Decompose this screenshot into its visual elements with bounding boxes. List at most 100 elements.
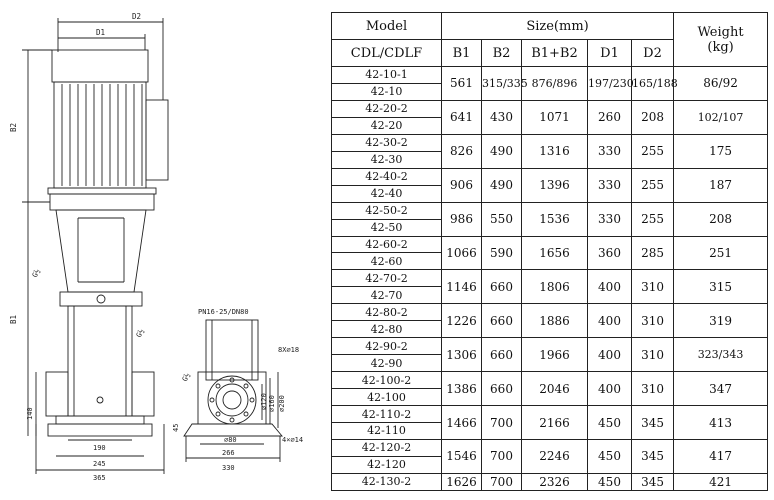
label-140: 140 [26, 407, 34, 420]
model-cell: 42-60 [331, 252, 442, 271]
terminal-box [145, 99, 169, 181]
outlet-flange [131, 371, 155, 417]
weight-cell: 208 [673, 201, 769, 237]
d1-cell: 360 [587, 235, 632, 271]
discharge-flange [207, 375, 257, 425]
pump-column [67, 305, 133, 417]
weight-cell: 102/107 [673, 99, 769, 135]
pump-base [55, 415, 145, 425]
b1b2-cell: 1396 [521, 167, 588, 203]
weight-cell: 421 [673, 472, 769, 492]
label-phi200: ⌀200 [278, 395, 286, 412]
d1-cell: 260 [587, 99, 632, 135]
table-row: 42-60 [331, 252, 768, 271]
d1-cell: 197/230 [587, 66, 634, 101]
model-cell: 42-110-2 [331, 405, 442, 424]
motor-flange [49, 193, 155, 211]
b1-cell: 1546 [441, 438, 482, 474]
model-cell: 42-10-1 [331, 66, 442, 84]
label-g-half-top: G½ [31, 268, 42, 279]
b1b2-cell: 1316 [521, 133, 588, 169]
d1-cell: 330 [587, 133, 632, 169]
model-cell: 42-30-2 [331, 133, 442, 152]
header-model: Model [331, 12, 442, 40]
d2-cell: 310 [630, 303, 675, 339]
side-view-base [183, 423, 283, 437]
header-series: CDL/CDLF [331, 39, 442, 67]
model-cell: 42-60-2 [331, 235, 442, 254]
d2-cell: 345 [630, 405, 675, 440]
model-cell: 42-80 [331, 320, 442, 339]
weight-cell: 319 [673, 303, 769, 339]
b2-cell: 660 [481, 337, 522, 373]
label-d1: D1 [96, 28, 105, 37]
label-d2: D2 [132, 12, 141, 21]
label-365: 365 [93, 474, 106, 482]
model-cell: 42-10 [331, 82, 442, 101]
label-245: 245 [93, 460, 106, 468]
weight-cell: 347 [673, 371, 769, 407]
b1-cell: 1306 [441, 337, 482, 373]
b1b2-cell: 1071 [521, 99, 588, 135]
pump-head [59, 291, 143, 307]
d2-cell: 310 [630, 337, 675, 373]
header-b1: B1 [441, 39, 482, 67]
b2-cell: 490 [481, 133, 522, 169]
header-size: Size(mm) [440, 12, 675, 40]
b1b2-cell: 1886 [521, 303, 588, 339]
b1-cell: 1066 [441, 235, 482, 271]
label-phi120: ⌀120 [260, 393, 268, 410]
b1-cell: 1466 [441, 405, 482, 440]
b1-cell: 1146 [441, 269, 482, 305]
table-row: 42-110 [331, 422, 768, 440]
d2-cell: 208 [630, 99, 675, 135]
d2-cell: 310 [630, 371, 675, 407]
label-4phi14: 4×⌀14 [282, 436, 303, 444]
weight-cell: 86/92 [673, 66, 769, 101]
label-phi80: ⌀80 [224, 436, 237, 444]
model-cell: 42-20 [331, 116, 442, 135]
side-view-body [205, 319, 259, 381]
table-row: 42-10 [331, 82, 768, 101]
model-cell: 42-90 [331, 354, 442, 373]
b1b2-cell: 2046 [521, 371, 588, 407]
b2-cell: 700 [481, 405, 522, 440]
d2-cell: 345 [630, 438, 675, 474]
d1-cell: 330 [587, 167, 632, 203]
model-cell: 42-40 [331, 184, 442, 203]
model-cell: 42-70-2 [331, 269, 442, 288]
label-g-half-side: G½ [181, 372, 192, 383]
model-cell: 42-130-2 [331, 472, 442, 492]
label-190: 190 [93, 444, 106, 452]
d2-cell: 310 [630, 269, 675, 305]
b1b2-cell: 1656 [521, 235, 588, 271]
d2-cell: 255 [630, 201, 675, 237]
model-cell: 42-20-2 [331, 99, 442, 118]
header-b2: B2 [481, 39, 522, 67]
label-phi160: ⌀160 [268, 395, 276, 412]
label-bolt: 8X⌀18 [278, 346, 299, 354]
spec-table: Model Size(mm) Weight (kg) CDL/CDLF B1 B… [331, 12, 769, 492]
b1-cell: 986 [441, 201, 482, 237]
b1-cell: 1626 [441, 472, 482, 492]
d2-cell: 255 [630, 133, 675, 169]
label-g-half-mid: G½ [135, 328, 146, 339]
d2-cell: 345 [630, 472, 675, 492]
b2-cell: 660 [481, 269, 522, 305]
b2-cell: 315/335 [481, 66, 528, 101]
weight-cell: 251 [673, 235, 769, 271]
b1-cell: 1386 [441, 371, 482, 407]
model-cell: 42-100-2 [331, 371, 442, 390]
label-266: 266 [222, 449, 235, 457]
b1b2-cell: 1536 [521, 201, 588, 237]
weight-cell: 315 [673, 269, 769, 305]
d2-cell: 285 [630, 235, 675, 271]
